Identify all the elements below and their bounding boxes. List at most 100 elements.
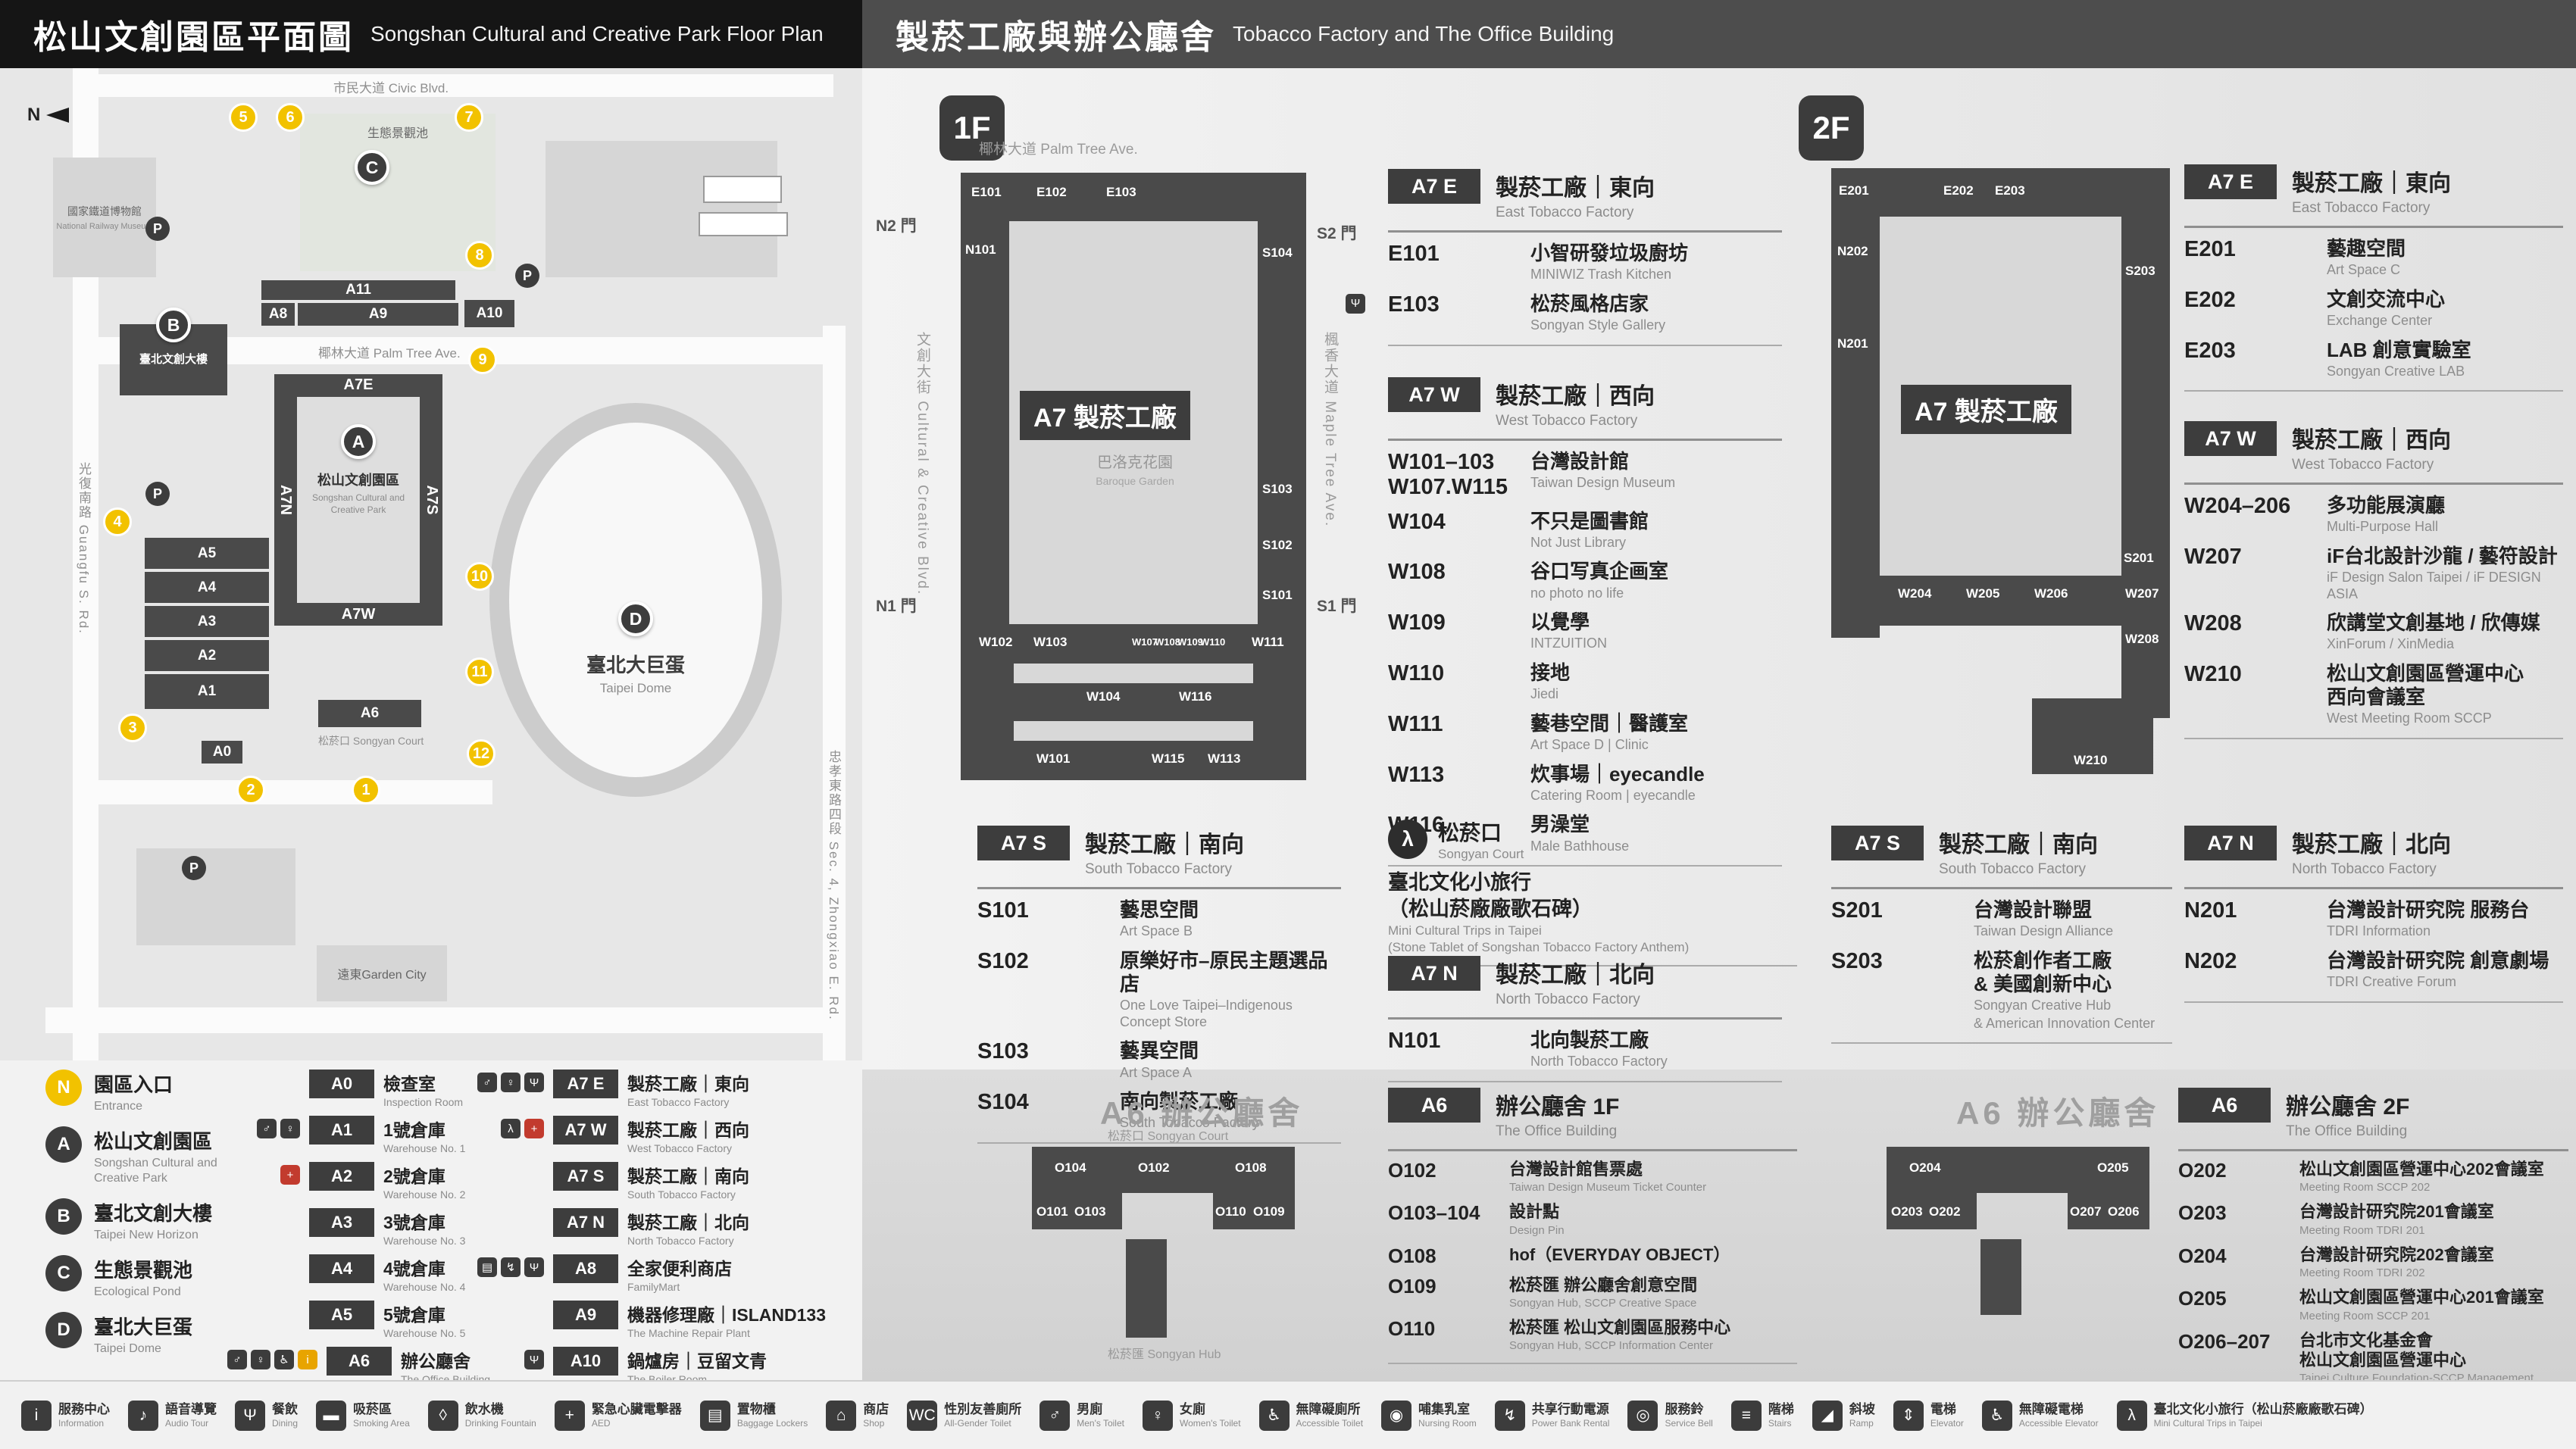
room-row: Ψ E103 松菸風格店家 Songyan Style Gallery bbox=[1346, 288, 1782, 339]
plan-wing bbox=[1126, 1239, 1167, 1338]
section-header: A7 W 製菸工廠｜西向 West Tobacco Factory bbox=[2184, 421, 2563, 485]
shop-icon: ⌂ bbox=[826, 1400, 857, 1431]
men-icon: ♂ bbox=[477, 1073, 497, 1092]
plan-room-label: W208 bbox=[2125, 632, 2159, 646]
songyan-court-note: λ 松菸口 Songyan Court 臺北文化小旅行 （松山菸廠廠歌石碑） M… bbox=[1388, 817, 1797, 967]
legend-primary-row: B 臺北文創大樓 Taipei New Horizon bbox=[45, 1198, 253, 1243]
section-2f-a7w: A7 W 製菸工廠｜西向 West Tobacco Factory W204–2… bbox=[2184, 421, 2563, 739]
legend-row: A0 檢查室 Inspection Room bbox=[227, 1070, 490, 1108]
facility-item: ◢ 斜坡 Ramp bbox=[1812, 1400, 1875, 1431]
map-landmark-block bbox=[136, 848, 295, 945]
facility-icons bbox=[227, 1254, 300, 1257]
plan-room-label: W108 bbox=[1155, 636, 1180, 648]
plan-room-label: W110 bbox=[1200, 636, 1226, 648]
map-building-block: A3 bbox=[145, 606, 269, 637]
facility-icons: ♂♀ bbox=[227, 1116, 300, 1138]
facility-item: ♀ 女廁 Women's Toilet bbox=[1142, 1400, 1241, 1431]
entrance-marker: 12 bbox=[467, 739, 496, 768]
bell-icon: ◎ bbox=[1627, 1400, 1658, 1431]
building-code-badge: A7 N bbox=[553, 1208, 618, 1237]
plan-title: A7 製菸工廠 bbox=[1020, 391, 1190, 440]
legend-row: Ψ A10 鍋爐房｜豆留文青 The Boiler Room bbox=[471, 1347, 826, 1385]
section-header: A7 S 製菸工廠｜南向 South Tobacco Factory bbox=[1831, 826, 2172, 889]
plan-room-label: S101 bbox=[1262, 588, 1293, 602]
facility-icons bbox=[471, 1301, 544, 1304]
right-title-zh: 製菸工廠與辦公廳舍 bbox=[896, 19, 1216, 56]
map-building-block: A8 bbox=[261, 303, 295, 326]
legend-area bbox=[0, 1060, 862, 1380]
locker-icon: ▤ bbox=[699, 1400, 730, 1431]
powerbank-icon: ↯ bbox=[501, 1257, 521, 1277]
facility-icons bbox=[471, 1208, 544, 1211]
plan-room-label: E103 bbox=[1106, 185, 1136, 199]
road bbox=[823, 326, 846, 1060]
facility-item: ◊ 飲水機 Drinking Fountain bbox=[427, 1400, 536, 1431]
plan-room-label: O207 bbox=[2070, 1204, 2102, 1219]
section-badge: A6 bbox=[1388, 1088, 1480, 1123]
plan-room-label: W115 bbox=[1152, 751, 1185, 766]
street-label: 椰林大道 Palm Tree Ave. bbox=[318, 346, 461, 361]
map-building-block: A4 bbox=[145, 572, 269, 603]
location-pin: C bbox=[355, 150, 389, 185]
locker-icon: ▤ bbox=[477, 1257, 497, 1277]
facility-item: ≡ 階梯 Stairs bbox=[1730, 1400, 1794, 1431]
facility-item: ⇕ 電梯 Elevator bbox=[1893, 1400, 1964, 1431]
accessible-elevator-icon: ♿ bbox=[1981, 1400, 2012, 1431]
map-landmark-block bbox=[699, 212, 788, 236]
room-row: W109 以覺學 INTZUITION bbox=[1388, 611, 1607, 651]
all-gender-icon: WC bbox=[907, 1400, 938, 1431]
room-row: S203 松菸創作者工廠& 美國創新中心 Songyan Creative Hu… bbox=[1831, 948, 2156, 1031]
building-code-badge: A7 W bbox=[553, 1116, 618, 1145]
room-row: O108 hof（EVERYDAY OBJECT） bbox=[1388, 1244, 1730, 1267]
plan-room-label: O110 bbox=[1215, 1204, 1246, 1219]
plan-room-label: W107 bbox=[1132, 636, 1158, 648]
facility-item: ◉ 哺集乳室 Nursing Room bbox=[1381, 1400, 1477, 1431]
park-name-label: 松山文創園區 Songshan Cultural and Creative Pa… bbox=[311, 473, 405, 515]
street-label: 楓香大道 Maple Tree Ave. bbox=[1322, 332, 1338, 528]
plan-room-label: W109 bbox=[1177, 636, 1203, 648]
legend-row: λ+ A7 W 製菸工廠｜西向 West Tobacco Factory bbox=[471, 1116, 826, 1154]
facility-icons: Ψ bbox=[471, 1347, 544, 1369]
facility-icons bbox=[227, 1208, 300, 1211]
plan-room-label: W205 bbox=[1966, 586, 2000, 601]
plan-wing bbox=[1887, 1147, 2149, 1193]
stairs-icon: ≡ bbox=[1730, 1400, 1762, 1431]
plan-room-label: E203 bbox=[1995, 183, 2025, 198]
facility-icons: ♂♀Ψ bbox=[471, 1070, 544, 1092]
plan-room-label: W210 bbox=[2074, 753, 2108, 767]
plan-room-label: W103 bbox=[1033, 635, 1068, 649]
section-header: A7 S 製菸工廠｜南向 South Tobacco Factory bbox=[977, 826, 1341, 889]
section-2f-a7e: A7 E 製菸工廠｜東向 East Tobacco Factory E201 藝… bbox=[2184, 164, 2563, 392]
building-code-badge: A7 S bbox=[553, 1162, 618, 1191]
section-badge: A7 W bbox=[1388, 377, 1480, 412]
plan-room-label: O202 bbox=[1929, 1204, 1961, 1219]
map-building-block: A0 bbox=[202, 741, 242, 764]
map-building-block: A5 bbox=[145, 538, 269, 569]
map-building-block: A2 bbox=[145, 640, 269, 671]
plan-room-label: S201 bbox=[2124, 551, 2154, 565]
plan-corridor bbox=[1014, 664, 1253, 683]
legend-row: A9 機器修理廠｜ISLAND133 The Machine Repair Pl… bbox=[471, 1301, 826, 1339]
room-row: W110 接地 Jiedi bbox=[1388, 661, 1571, 702]
section-header: A7 W 製菸工廠｜西向 West Tobacco Factory bbox=[1388, 377, 1782, 441]
aed-icon: + bbox=[554, 1400, 585, 1431]
facility-item: ♪ 語音導覽 Audio Tour bbox=[128, 1400, 217, 1431]
facility-item: + 緊急心臟電擊器 AED bbox=[554, 1400, 682, 1431]
plan-wing bbox=[1032, 1147, 1295, 1193]
plan-room-label: E202 bbox=[1943, 183, 1974, 198]
entrance-marker: 7 bbox=[455, 103, 483, 132]
entrance-marker: 6 bbox=[276, 103, 305, 132]
plan-room-label: S104 bbox=[1262, 245, 1293, 260]
room-row: O110 松菸匯 松山文創園區服務中心 Songyan Hub, SCCP In… bbox=[1388, 1317, 1731, 1353]
entrance-marker: 9 bbox=[468, 345, 497, 374]
building-code-badge: A1 bbox=[309, 1116, 374, 1145]
plan-wing bbox=[961, 173, 1009, 624]
room-row: O202 松山文創園區營運中心202會議室 Meeting Room SCCP … bbox=[2178, 1159, 2544, 1194]
map-building-block: A10 bbox=[464, 300, 514, 327]
section-badge: A7 N bbox=[2184, 826, 2277, 860]
room-row: S104 南向製菸工廠 South Tobacco Factory bbox=[977, 1090, 1259, 1131]
legend-row: ♂♀Ψ A7 E 製菸工廠｜東向 East Tobacco Factory bbox=[471, 1070, 826, 1108]
road bbox=[98, 780, 492, 804]
smoking-icon: ▬ bbox=[316, 1400, 347, 1431]
entrance-marker: 4 bbox=[103, 507, 132, 536]
